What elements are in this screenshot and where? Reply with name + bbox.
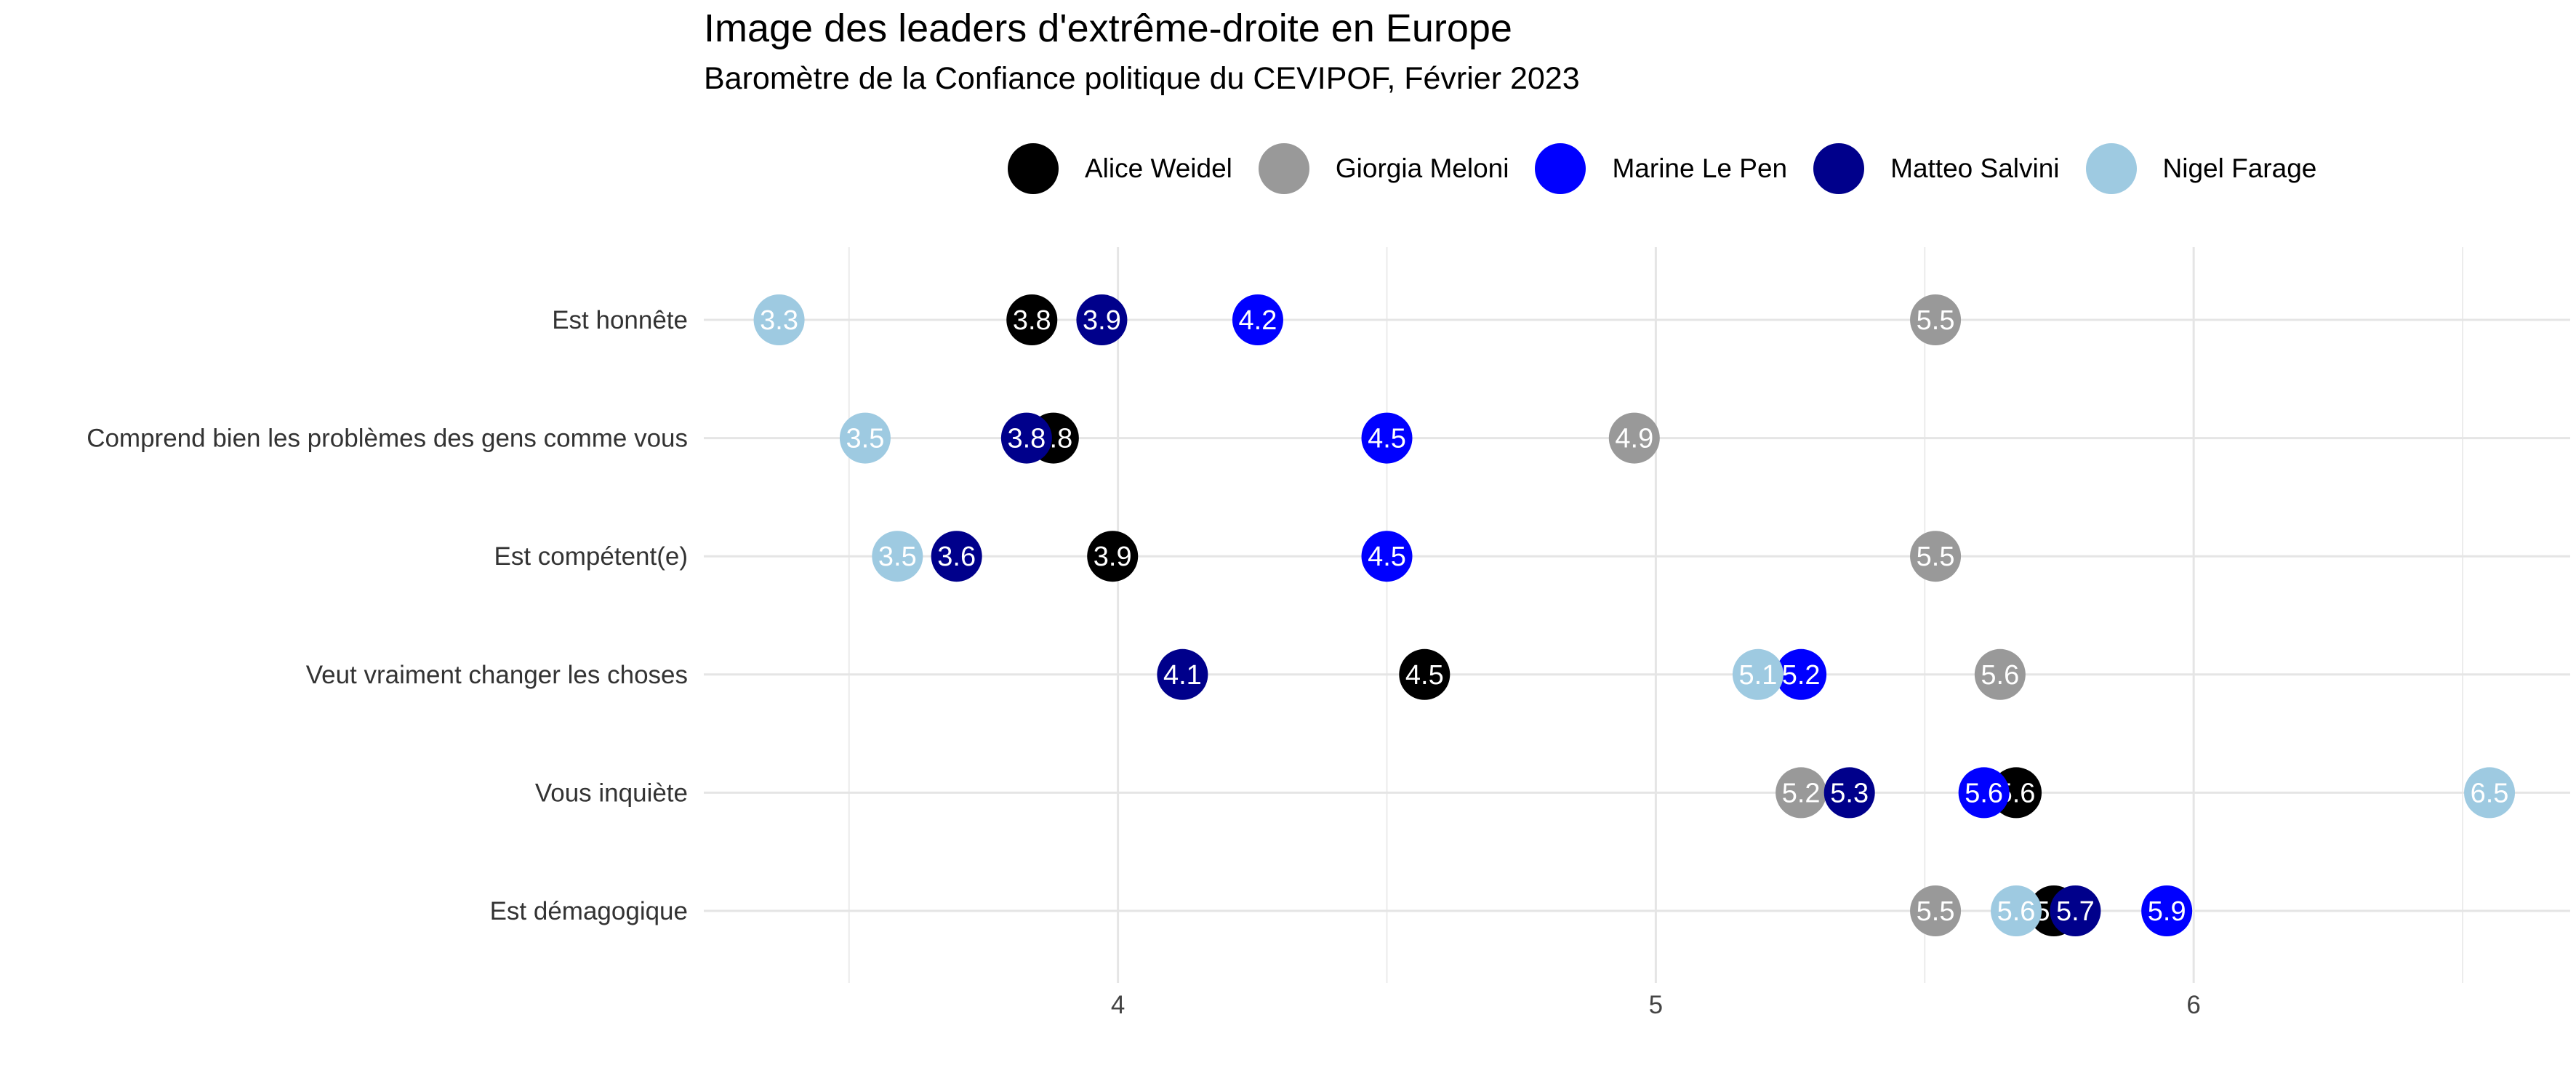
point-label-giorgia-meloni: 4.9 xyxy=(1615,424,1653,454)
point-label-alice-weidel: 4.5 xyxy=(1405,660,1444,691)
point-marine-le-pen xyxy=(1775,648,1827,700)
point-matteo-salvini xyxy=(2050,885,2101,936)
point-matteo-salvini xyxy=(1076,294,1128,345)
point-nigel-farage xyxy=(1991,885,2042,936)
point-giorgia-meloni xyxy=(1910,294,1962,345)
point-nigel-farage xyxy=(839,412,891,464)
point-label-marine-le-pen: 5.9 xyxy=(2148,896,2186,927)
point-label-matteo-salvini: 3.6 xyxy=(937,542,976,572)
point-alice-weidel xyxy=(1399,648,1450,700)
point-label-matteo-salvini: 3.8 xyxy=(1007,424,1046,454)
category-label: Veut vraiment changer les choses xyxy=(306,661,688,689)
point-label-giorgia-meloni: 5.2 xyxy=(1782,778,1821,808)
category-label: Est démagogique xyxy=(490,897,688,925)
category-label: Comprend bien les problèmes des gens com… xyxy=(87,425,688,453)
point-label-matteo-salvini: 3.9 xyxy=(1083,305,1121,336)
point-label-nigel-farage: 3.5 xyxy=(878,542,917,572)
legend-label: Nigel Farage xyxy=(2162,153,2317,183)
point-alice-weidel xyxy=(1006,294,1058,345)
point-label-nigel-farage: 5.6 xyxy=(1997,896,2036,927)
point-label-giorgia-meloni: 5.5 xyxy=(1917,896,1955,927)
legend-item-alice-weidel: Alice Weidel xyxy=(1008,143,1232,194)
point-marine-le-pen xyxy=(2141,885,2193,936)
point-giorgia-meloni xyxy=(1910,885,1962,936)
point-marine-le-pen xyxy=(1361,412,1413,464)
point-nigel-farage xyxy=(1732,648,1783,700)
point-label-matteo-salvini: 5.7 xyxy=(2056,896,2095,927)
legend-swatch xyxy=(1258,143,1309,194)
point-label-marine-le-pen: 5.2 xyxy=(1782,660,1821,691)
legend-swatch xyxy=(2085,143,2137,194)
point-label-giorgia-meloni: 5.6 xyxy=(1981,660,2019,691)
legend-label: Matteo Salvini xyxy=(1890,153,2060,183)
legend-label: Marine Le Pen xyxy=(1612,153,1788,183)
point-matteo-salvini xyxy=(1000,412,1052,464)
point-label-nigel-farage: 3.5 xyxy=(846,424,885,454)
legend-item-nigel-farage: Nigel Farage xyxy=(2085,143,2317,194)
point-label-marine-le-pen: 4.5 xyxy=(1368,542,1406,572)
category-label: Vous inquiète xyxy=(535,779,688,807)
point-giorgia-meloni xyxy=(1910,531,1962,582)
chart-subtitle: Baromètre de la Confiance politique du C… xyxy=(704,61,1580,96)
legend-swatch xyxy=(1008,143,1059,194)
point-giorgia-meloni xyxy=(1775,767,1827,819)
x-tick-label: 5 xyxy=(1649,991,1663,1019)
point-giorgia-meloni xyxy=(1974,648,2026,700)
point-label-marine-le-pen: 4.2 xyxy=(1239,305,1277,336)
legend-item-giorgia-meloni: Giorgia Meloni xyxy=(1258,143,1509,194)
category-label: Est honnête xyxy=(552,306,688,334)
point-label-marine-le-pen: 5.6 xyxy=(1965,778,2003,808)
point-nigel-farage xyxy=(872,531,923,582)
point-label-nigel-farage: 3.3 xyxy=(760,305,798,336)
point-label-nigel-farage: 6.5 xyxy=(2471,778,2509,808)
legend-swatch xyxy=(1813,143,1865,194)
legend-label: Alice Weidel xyxy=(1085,153,1232,183)
chart-title: Image des leaders d'extrême-droite en Eu… xyxy=(704,7,1512,50)
point-label-alice-weidel: 3.8 xyxy=(1013,305,1051,336)
legend-swatch xyxy=(1535,143,1586,194)
point-label-matteo-salvini: 5.3 xyxy=(1830,778,1869,808)
point-matteo-salvini xyxy=(1157,648,1208,700)
x-tick-label: 6 xyxy=(2186,991,2200,1019)
point-marine-le-pen xyxy=(1958,767,2010,819)
point-label-marine-le-pen: 4.5 xyxy=(1368,424,1406,454)
point-marine-le-pen xyxy=(1361,531,1413,582)
point-marine-le-pen xyxy=(1232,294,1283,345)
x-tick-label: 4 xyxy=(1111,991,1125,1019)
point-label-matteo-salvini: 4.1 xyxy=(1163,660,1202,691)
category-label: Est compétent(e) xyxy=(494,542,689,571)
legend-item-matteo-salvini: Matteo Salvini xyxy=(1813,143,2060,194)
point-label-giorgia-meloni: 5.5 xyxy=(1917,542,1955,572)
point-label-nigel-farage: 5.1 xyxy=(1739,660,1778,691)
legend-item-marine-le-pen: Marine Le Pen xyxy=(1535,143,1787,194)
point-matteo-salvini xyxy=(1823,767,1875,819)
point-label-alice-weidel: 3.9 xyxy=(1094,542,1132,572)
legend-label: Giorgia Meloni xyxy=(1335,153,1509,183)
point-giorgia-meloni xyxy=(1608,412,1660,464)
point-nigel-farage xyxy=(753,294,805,345)
point-alice-weidel xyxy=(1087,531,1139,582)
point-label-giorgia-meloni: 5.5 xyxy=(1917,305,1955,336)
legend: Alice Weidel Giorgia Meloni Marine Le Pen M… xyxy=(1008,141,2343,196)
point-matteo-salvini xyxy=(931,531,982,582)
point-nigel-farage xyxy=(2464,767,2516,819)
